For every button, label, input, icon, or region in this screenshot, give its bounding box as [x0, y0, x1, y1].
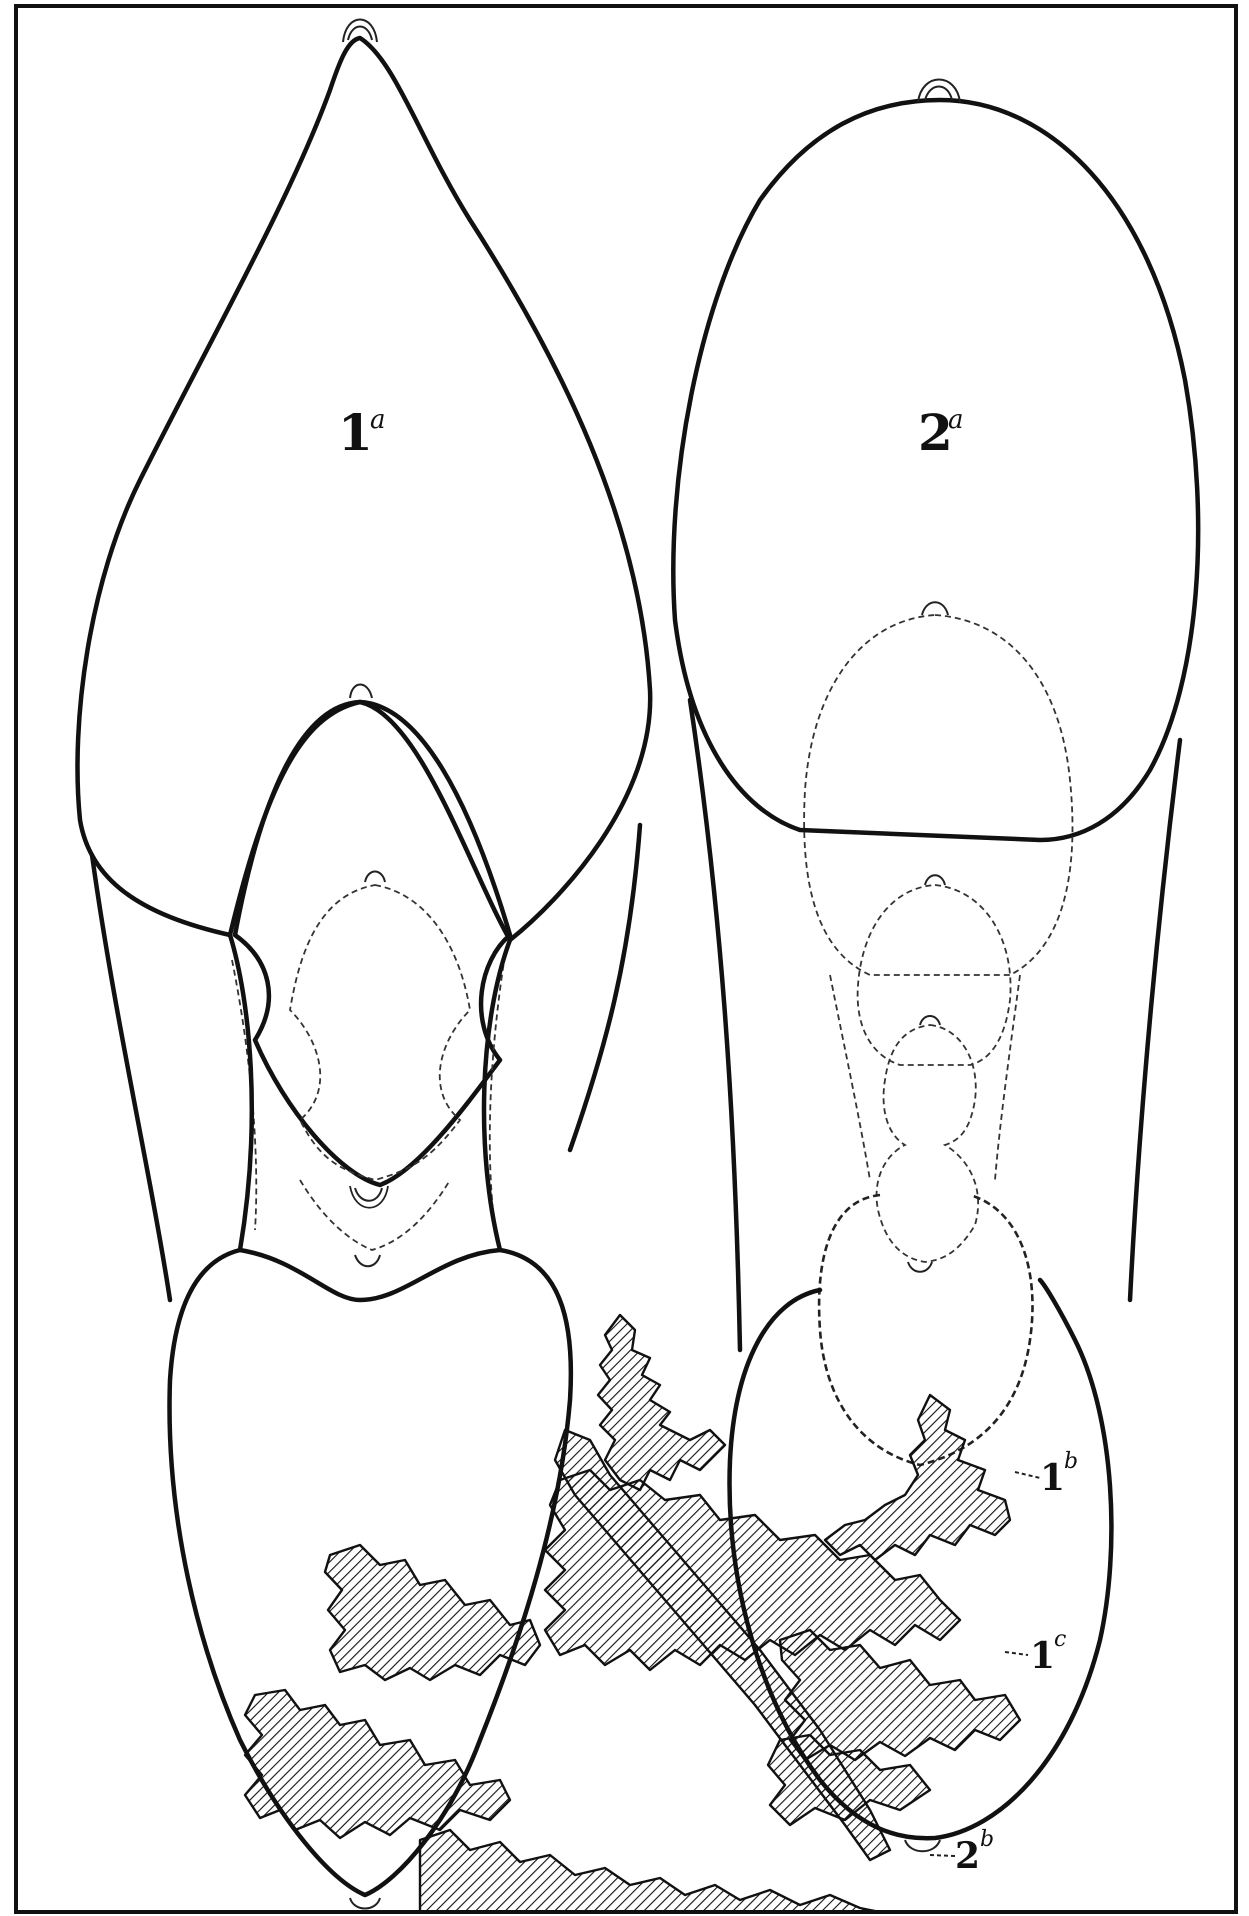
label-2a: 2 a	[918, 403, 964, 462]
inner-leaf-1a	[235, 702, 510, 1185]
inner-knob-top	[350, 685, 372, 699]
dashed-bud-2a-large	[804, 615, 1072, 975]
label-2b-sup: b	[980, 1827, 994, 1852]
dashed-knob-1a	[365, 872, 385, 883]
foliage-crown	[245, 1315, 1020, 1912]
leader-2b	[930, 1855, 955, 1856]
dashed-knob-2a-bottom	[908, 1262, 932, 1272]
foliage-band-left-upper	[325, 1545, 540, 1680]
inner-knob-bottom	[355, 1188, 382, 1201]
dashed-knob-1a-low	[355, 1255, 380, 1266]
label-1a: 1 a	[338, 403, 386, 462]
label-1c-sup: c	[1054, 1627, 1066, 1652]
sheath-right-2a	[1130, 740, 1180, 1300]
sheath-left-2a	[690, 700, 740, 1350]
label-2b: 2 b	[930, 1827, 994, 1877]
bud-outline-1a	[78, 38, 651, 940]
dashed-knob-2a-small	[920, 1016, 940, 1025]
dashed-side-left-2a	[830, 975, 870, 1180]
label-1c-main: 1	[1030, 1635, 1055, 1677]
label-1a-main: 1	[338, 403, 373, 462]
dashed-knob-2a-top	[922, 602, 948, 615]
sheath-joint-left	[230, 935, 252, 1250]
foliage-band-bottom	[420, 1830, 880, 1912]
base-knob-2a	[905, 1840, 940, 1851]
label-2b-main: 2	[955, 1835, 980, 1877]
label-1b-main: 1	[1040, 1457, 1065, 1499]
foliage-spire	[598, 1315, 725, 1490]
base-knob-1a	[350, 1898, 380, 1909]
dashed-neck-1a	[300, 1180, 450, 1250]
dashed-side-right-2a	[995, 975, 1020, 1180]
dashed-bud-2a-small	[877, 1025, 979, 1262]
label-1b-sup: b	[1064, 1449, 1078, 1474]
foliage-branch-1b	[825, 1395, 1010, 1560]
label-2a-sup: a	[948, 405, 964, 435]
leader-1b	[1015, 1472, 1040, 1478]
sheath-joint-right	[484, 940, 510, 1250]
leader-1c	[1005, 1652, 1028, 1655]
label-1c: 1 c	[1005, 1627, 1066, 1677]
label-1a-sup: a	[370, 405, 386, 435]
dashed-knob-2a-mid	[925, 875, 945, 885]
bud-outline-2a	[673, 100, 1198, 840]
label-1b: 1 b	[1015, 1449, 1078, 1499]
